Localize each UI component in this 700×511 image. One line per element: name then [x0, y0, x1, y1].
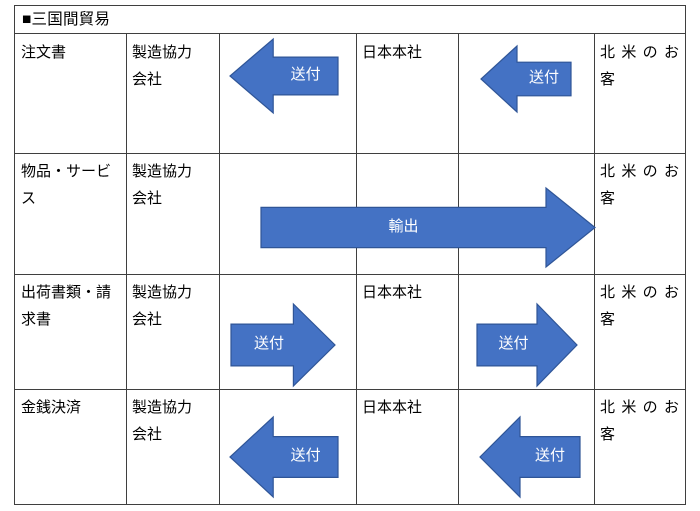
flow-arrow: 送付	[229, 415, 339, 499]
table-row: 物品・サービ ス製造協力 会社 北米のお 客輸出	[15, 153, 685, 274]
flow-type-cell: 注文書	[15, 34, 126, 153]
row-divider	[15, 274, 685, 275]
arrow-label: 輸出	[388, 218, 419, 235]
flow-arrow: 送付	[479, 415, 581, 499]
arrow-label: 送付	[253, 336, 284, 352]
table-grid: 注文書製造協力 会社日本本社北米のお 客送付送付物品・サービ ス製造協力 会社北…	[15, 34, 685, 504]
arrow-label: 送付	[534, 448, 565, 464]
customer-cell: 北米のお 客	[594, 389, 687, 506]
customer-cell: 北米のお 客	[594, 153, 687, 274]
customer-cell-label: 北米のお 客	[600, 285, 679, 328]
customer-cell: 北米のお 客	[594, 274, 687, 389]
customer-cell-label: 北米のお 客	[600, 400, 679, 443]
arrow-label: 送付	[290, 448, 321, 464]
column-divider	[126, 34, 127, 504]
trade-flow-table: ■三国間貿易 注文書製造協力 会社日本本社北米のお 客送付送付物品・サービ ス製…	[14, 5, 686, 505]
column-divider	[219, 34, 220, 504]
headquarters-cell: 日本本社	[356, 34, 458, 153]
maker-cell: 製造協力 会社	[126, 389, 219, 506]
flow-type-cell-label: 金銭決済	[21, 400, 82, 416]
table-title-row: ■三国間貿易	[15, 6, 685, 34]
customer-cell-label: 北米のお 客	[600, 45, 679, 88]
page-title: ■三国間貿易	[22, 10, 111, 28]
maker-cell-label: 製造協力 会社	[132, 285, 193, 328]
row-divider	[15, 389, 685, 390]
headquarters-cell: 日本本社	[356, 274, 458, 389]
flow-type-cell-label: 物品・サービ ス	[21, 164, 112, 207]
maker-cell-label: 製造協力 会社	[132, 164, 193, 207]
headquarters-cell-label: 日本本社	[362, 45, 423, 61]
flow-arrow: 送付	[230, 302, 336, 388]
arrow-label: 送付	[498, 336, 529, 352]
maker-cell: 製造協力 会社	[126, 274, 219, 389]
arrow-shape-left	[229, 415, 339, 499]
column-divider	[594, 34, 595, 504]
flow-type-cell-label: 注文書	[21, 45, 67, 61]
flow-type-cell: 物品・サービ ス	[15, 153, 126, 274]
arrow-shape-left	[229, 37, 339, 115]
table-row: 注文書 製造協力 会社 日本本社 北米のお 客送付 送付	[15, 34, 685, 153]
row-divider	[15, 153, 685, 154]
table-row: 金銭決済 製造協力 会社 日本本社 北米のお 客送付 送付	[15, 389, 685, 506]
headquarters-cell: 日本本社	[356, 389, 458, 506]
headquarters-cell-label	[356, 153, 458, 159]
maker-cell-label: 製造協力 会社	[132, 400, 193, 443]
arrow-shape-right	[260, 186, 596, 269]
arrow-shape-right	[230, 302, 336, 388]
table-row: 出荷書類・請 求書製造協力 会社 日本本社 北米のお 客送付 送付	[15, 274, 685, 389]
maker-cell-label: 製造協力 会社	[132, 45, 193, 88]
column-divider	[356, 34, 357, 504]
arrow-shape-left	[479, 415, 581, 499]
flow-type-cell: 金銭決済	[15, 389, 126, 506]
flow-type-cell-label: 出荷書類・請 求書	[21, 285, 112, 328]
arrow-label: 送付	[290, 67, 321, 83]
flow-arrow: 輸出	[260, 186, 596, 269]
flow-arrow: 送付	[480, 44, 572, 114]
arrow-shape-left	[480, 44, 572, 114]
maker-cell: 製造協力 会社	[126, 153, 219, 274]
customer-cell-label: 北米のお 客	[600, 164, 679, 207]
arrow-label: 送付	[528, 70, 559, 86]
column-divider	[458, 34, 459, 504]
customer-cell: 北米のお 客	[594, 34, 687, 153]
flow-arrow: 送付	[229, 37, 339, 115]
flow-arrow: 送付	[476, 302, 578, 388]
flow-type-cell: 出荷書類・請 求書	[15, 274, 126, 389]
arrow-shape-right	[476, 302, 578, 388]
maker-cell: 製造協力 会社	[126, 34, 219, 153]
headquarters-cell-label: 日本本社	[362, 285, 423, 301]
headquarters-cell-label: 日本本社	[362, 400, 423, 416]
